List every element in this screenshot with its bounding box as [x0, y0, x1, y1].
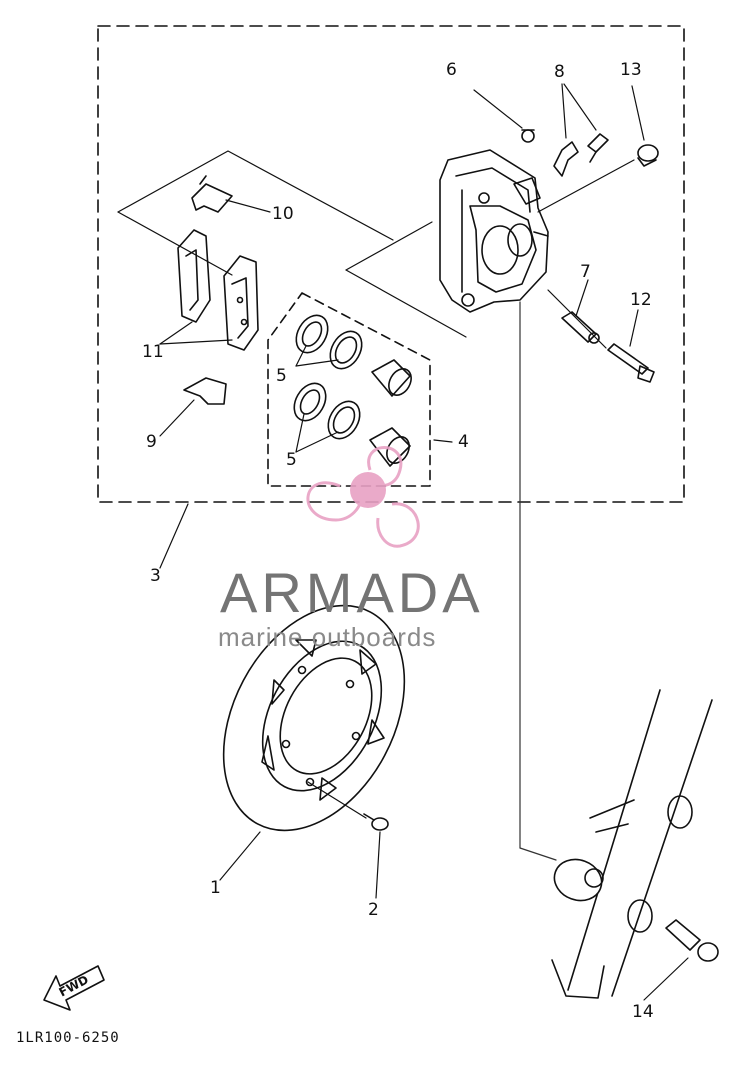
callout-9: 9: [146, 432, 157, 452]
callout-13: 13: [620, 60, 642, 80]
leader-lines: [159, 83, 689, 1001]
callout-12: 12: [630, 290, 652, 310]
pad-pin-clip: [553, 133, 609, 177]
callout-5a: 5: [276, 366, 287, 386]
callout-7: 7: [580, 262, 591, 282]
fork-mount-bolt: [665, 919, 719, 962]
pad-set-outline: [117, 150, 394, 241]
callout-10: 10: [272, 204, 294, 224]
pad-support: [183, 377, 227, 405]
watermark-title: ARMADA: [220, 561, 484, 624]
watermark-logo-icon: [306, 446, 420, 548]
pad-spring: [191, 175, 233, 213]
forward-arrow-icon: [43, 965, 105, 1011]
seal-kit-dashed-box: [267, 292, 431, 487]
brake-pad-inner: [177, 229, 211, 323]
caliper-plug: [637, 144, 659, 167]
callout-2: 2: [368, 900, 379, 920]
callout-6: 6: [446, 60, 457, 80]
diagram-code: 1LR100-6250: [16, 1030, 120, 1046]
disc-bolt: [363, 813, 389, 831]
callout-1: 1: [210, 878, 221, 898]
pistons: [369, 359, 412, 467]
callout-5b: 5: [286, 450, 297, 470]
callout-14: 14: [632, 1002, 654, 1022]
caliper-mount-bolt: [607, 343, 655, 383]
caliper-assembly-dashed-box: [97, 25, 685, 503]
caliper-pin-bolt: [561, 311, 600, 344]
callout-8: 8: [554, 62, 565, 82]
callout-11: 11: [142, 342, 164, 362]
front-fork-leg: [551, 689, 713, 999]
callout-3: 3: [150, 566, 161, 586]
piston-seals: [293, 314, 363, 440]
brake-disc: [222, 604, 406, 832]
callout-4: 4: [458, 432, 469, 452]
brake-pad-outer: [223, 255, 259, 351]
caliper-body: [439, 149, 549, 313]
bleeder-screw: [521, 129, 535, 143]
watermark-subtitle: marine outboards: [218, 622, 437, 652]
